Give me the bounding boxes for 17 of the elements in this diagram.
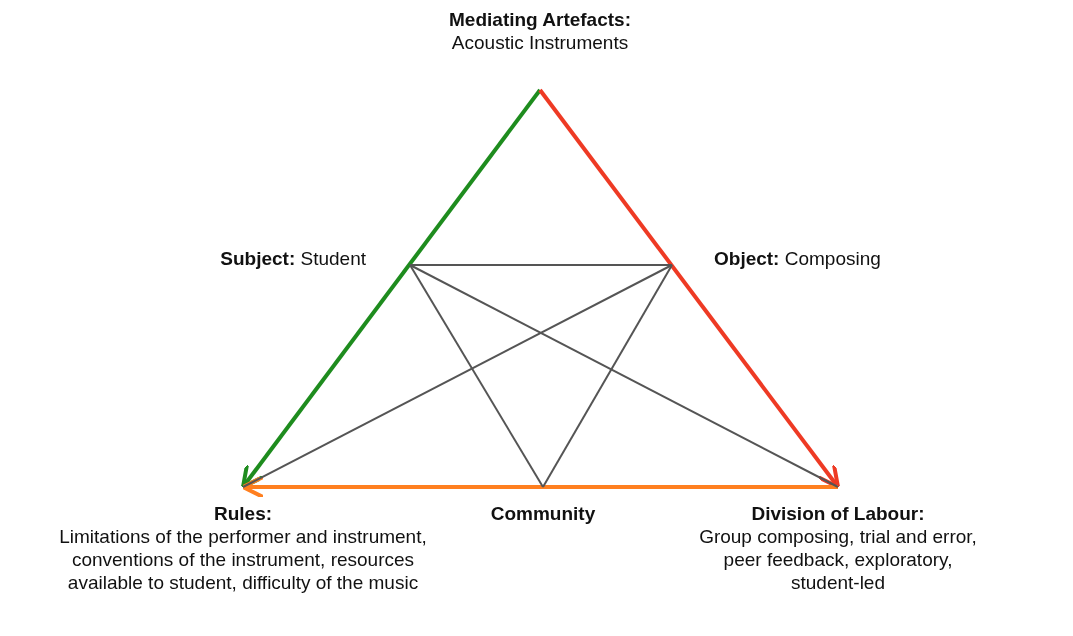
connector-line	[542, 264, 673, 488]
description-text: Acoustic Instruments	[451, 31, 629, 54]
heading-label: Division of Labour:	[751, 502, 925, 525]
connector-line	[409, 264, 544, 488]
heading-label: Rules:	[213, 502, 273, 525]
heading-label: Mediating Artefacts:	[449, 8, 631, 31]
vertex-label: Subject: Student	[220, 247, 366, 270]
description-text: Limitations of the performer and instrument, conventions of the instrument, resources available to student, difficulty of the music	[58, 525, 428, 594]
vertex-label: Object: Composing	[714, 247, 881, 270]
connector-line	[409, 264, 673, 266]
arrow	[241, 88, 542, 489]
arrow	[241, 475, 838, 499]
connector-line	[242, 264, 673, 488]
connector-line	[409, 264, 839, 488]
arrow	[538, 88, 840, 489]
description-text: Group composing, trial and error, peer feedback, exploratory, student-led	[698, 525, 978, 594]
vertex-label: Community	[490, 502, 596, 525]
